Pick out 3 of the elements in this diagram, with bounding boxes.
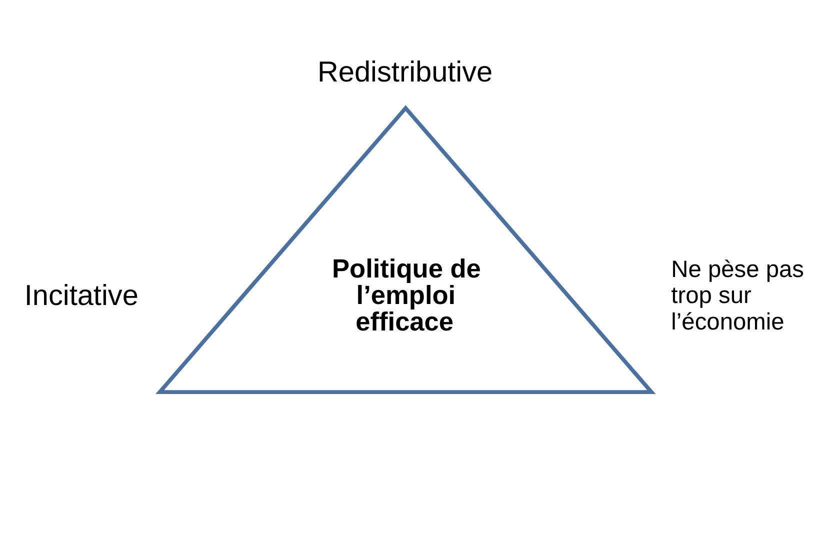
label: Incitative [24,280,138,312]
label: Redistributive [318,56,493,88]
label: Ne pèse pas trop sur l’économie [671,256,804,336]
